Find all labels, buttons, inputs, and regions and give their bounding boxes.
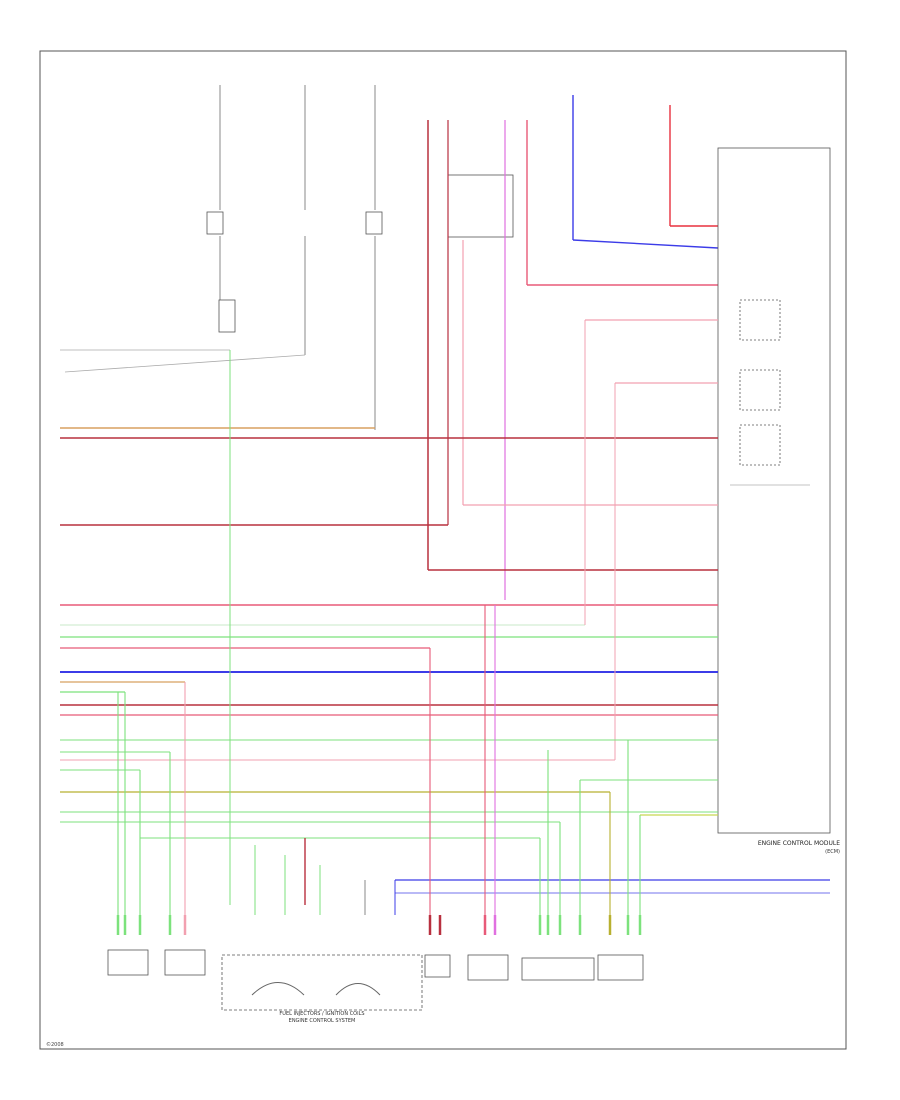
component-mid — [424, 954, 451, 978]
component-sensor-group — [221, 954, 423, 1011]
component-left-2 — [164, 949, 206, 976]
fuse-feed-blue — [572, 95, 719, 249]
component-connector-b — [521, 957, 595, 981]
ecm-label-sub: (ECM) — [825, 849, 840, 855]
copyright-note: ©2008 — [46, 1041, 64, 1048]
fuse-feed-red — [669, 105, 718, 227]
ecm-label: ENGINE CONTROL MODULE — [758, 840, 840, 847]
component-left-1 — [107, 949, 149, 976]
fuse-feed-2 — [64, 85, 306, 373]
drop-lines — [117, 605, 641, 915]
component-connector-a — [467, 954, 509, 981]
relay-block — [447, 174, 514, 238]
component-connector-c — [597, 954, 644, 981]
pin-clusters — [116, 915, 642, 935]
engine-control-module — [717, 147, 831, 834]
bottom-group-sub: ENGINE CONTROL SYSTEM — [289, 1018, 356, 1024]
fuse-feed-1 — [206, 85, 236, 333]
diagram-frame — [39, 50, 847, 1050]
fuse-feed-3 — [365, 85, 383, 430]
bottom-group-label: FUEL INJECTORS / IGNITION COILS — [279, 1011, 364, 1017]
